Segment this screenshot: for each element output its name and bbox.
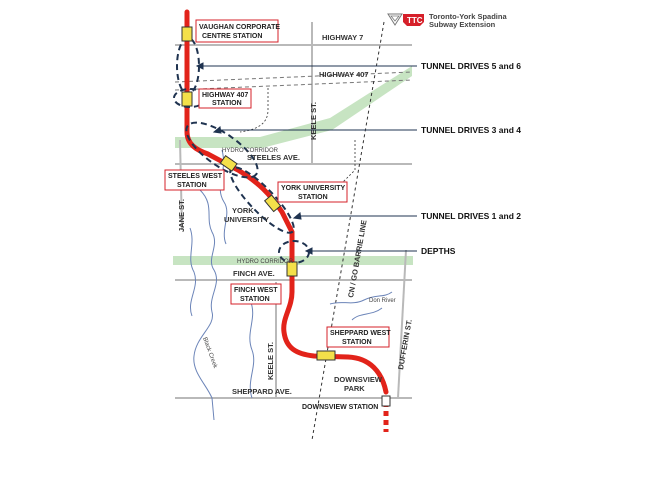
station-label-hwy407: HIGHWAY 407 STATION <box>198 88 252 109</box>
station-label-steeles-west: STEELES WEST STATION <box>164 169 225 191</box>
svg-text:STATION: STATION <box>212 100 242 107</box>
tunnel-drives-1-2-label: TUNNEL DRIVES 1 and 2 <box>421 211 521 221</box>
finch-ave-label: FINCH AVE. <box>233 269 275 278</box>
svg-text:TTC: TTC <box>407 16 423 25</box>
tunnel-drive-3-4-outline <box>185 121 259 179</box>
york-university-label-1: YORK <box>232 206 254 215</box>
dufferin-st-label: DUFFERIN ST. <box>396 319 414 371</box>
hydro-corridor-north-label: HYDRO CORRIDOR <box>222 148 279 154</box>
steeles-west-station-marker <box>219 155 238 172</box>
vaughan-station-marker <box>181 26 193 42</box>
finch-west-station-marker <box>286 261 298 277</box>
downsview-park-label-1: DOWNSVIEW <box>334 375 383 384</box>
highway-407-label: HIGHWAY 407 <box>319 70 369 79</box>
station-markers <box>181 26 391 407</box>
brand-title-line2: Subway Extension <box>429 20 496 29</box>
keele-st-north-label: KEELE ST. <box>309 102 318 140</box>
hydro-corridor-south-label: HYDRO CORRIDOR <box>237 259 294 265</box>
steeles-ave-label: STEELES AVE. <box>247 153 300 162</box>
station-label-sheppard-west: SHEPPARD WEST STATION <box>326 326 391 348</box>
sheppard-west-station-marker <box>316 350 336 361</box>
annotation-arrows <box>195 62 417 255</box>
local-dashed-paths <box>239 88 356 186</box>
subway-line <box>184 9 389 395</box>
dufferin-st-road <box>397 249 407 399</box>
svg-text:STATION: STATION <box>298 194 328 201</box>
york-university-label-2: UNIVERSITY <box>224 215 269 224</box>
svg-text:YORK UNIVERSITY: YORK UNIVERSITY <box>281 185 346 192</box>
spadina-logo <box>387 13 403 26</box>
jane-st-label: JANE ST. <box>177 199 186 232</box>
don-river <box>329 291 393 321</box>
keele-st-south-label: KEELE ST. <box>266 342 275 380</box>
svg-text:VAUGHAN CORPORATE: VAUGHAN CORPORATE <box>199 24 280 31</box>
hydro-corridor-north <box>175 66 412 148</box>
depths-label: DEPTHS <box>421 246 456 256</box>
svg-text:FINCH WEST: FINCH WEST <box>234 287 278 294</box>
station-label-downsview: DOWNSVIEW STATION <box>302 404 378 411</box>
svg-text:STATION: STATION <box>240 296 270 303</box>
downsview-station-marker <box>381 395 391 407</box>
hwy407-station-marker <box>181 91 193 107</box>
station-label-york-u: YORK UNIVERSITY STATION <box>277 181 348 203</box>
station-label-finch-west: FINCH WEST STATION <box>230 283 282 305</box>
york-u-station-marker <box>263 194 282 213</box>
cn-go-barrie-line <box>311 21 385 441</box>
svg-text:STATION: STATION <box>177 182 207 189</box>
sheppard-ave-label: SHEPPARD AVE. <box>232 387 292 396</box>
brand-title-line1: Toronto-York Spadina <box>429 12 507 21</box>
station-label-vaughan: VAUGHAN CORPORATE CENTRE STATION <box>195 19 280 43</box>
tunnel-drives-3-4-label: TUNNEL DRIVES 3 and 4 <box>421 125 521 135</box>
black-creek-label: Black Creek <box>201 337 218 370</box>
svg-text:STEELES WEST: STEELES WEST <box>168 173 223 180</box>
don-river-label: Don River <box>369 298 396 304</box>
svg-text:HIGHWAY 407: HIGHWAY 407 <box>202 92 248 99</box>
svg-text:STATION: STATION <box>342 339 372 346</box>
tunnel-drives-5-6-label: TUNNEL DRIVES 5 and 6 <box>421 61 521 71</box>
downsview-park-label-2: PARK <box>344 384 365 393</box>
black-creek-river <box>189 149 255 421</box>
ttc-logo: TTC <box>403 14 424 26</box>
svg-text:CENTRE STATION: CENTRE STATION <box>202 33 262 40</box>
svg-text:SHEPPARD WEST: SHEPPARD WEST <box>330 330 391 337</box>
highway-407-road <box>174 71 413 91</box>
highway-7-label: HIGHWAY 7 <box>322 33 363 42</box>
